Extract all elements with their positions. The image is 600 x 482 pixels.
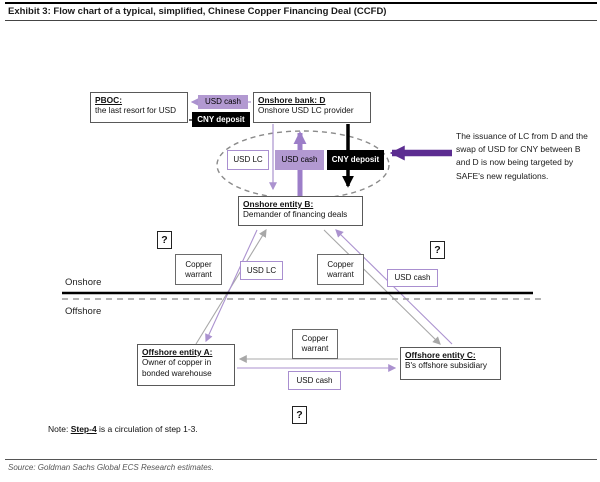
top-rule bbox=[5, 2, 597, 4]
offshore-entity-c-box: Offshore entity C: B's offshore subsidia… bbox=[400, 347, 501, 380]
bank-d-subtitle: Onshore USD LC provider bbox=[258, 105, 354, 115]
title-underline bbox=[5, 20, 597, 21]
footer-rule bbox=[5, 459, 597, 460]
question-mark-left: ? bbox=[157, 231, 172, 249]
source-text: Source: Goldman Sachs Global ECS Researc… bbox=[8, 463, 214, 472]
note-text: Note: Step-4 is a circulation of step 1-… bbox=[48, 424, 198, 434]
question-mark-right: ? bbox=[430, 241, 445, 259]
entity-c-title: Offshore entity C: bbox=[405, 350, 476, 360]
note-step: Step-4 bbox=[70, 424, 97, 434]
usd-cash-label-bottom: USD cash bbox=[288, 371, 341, 390]
onshore-entity-b-box: Onshore entity B: Demander of financing … bbox=[238, 196, 363, 226]
onshore-region-label: Onshore bbox=[65, 277, 102, 288]
question-mark-bottom: ? bbox=[292, 406, 307, 424]
entity-a-subtitle: Owner of copper in bonded warehouse bbox=[142, 357, 212, 378]
bank-d-title: Onshore bank: D bbox=[258, 95, 326, 105]
pboc-subtitle: the last resort for USD bbox=[95, 105, 176, 115]
pboc-box: PBOC: the last resort for USD bbox=[90, 92, 188, 123]
copper-warrant-label-bottom: Copper warrant bbox=[292, 329, 338, 359]
arrow-copper-warrant-b-to-c bbox=[323, 229, 441, 345]
onshore-bank-d-box: Onshore bank: D Onshore USD LC provider bbox=[253, 92, 371, 123]
safe-target-ellipse bbox=[216, 130, 390, 200]
note-suffix: is a circulation of step 1-3. bbox=[96, 424, 198, 434]
usd-lc-label-ellipse: USD LC bbox=[227, 150, 269, 170]
usd-cash-label-mid-right: USD cash bbox=[387, 269, 438, 287]
entity-a-title: Offshore entity A: bbox=[142, 347, 213, 357]
safe-regulation-annotation: The issuance of LC from D and the swap o… bbox=[456, 131, 588, 181]
entity-b-subtitle: Demander of financing deals bbox=[243, 209, 348, 219]
usd-cash-label-top: USD cash bbox=[198, 95, 248, 109]
entity-c-subtitle: B's offshore subsidiary bbox=[405, 360, 487, 370]
offshore-entity-a-box: Offshore entity A: Owner of copper in bo… bbox=[137, 344, 235, 386]
arrow-usd-lc-b-to-a bbox=[205, 229, 258, 343]
cny-deposit-label-ellipse: CNY deposit bbox=[327, 150, 384, 170]
arrow-usd-cash-c-to-b bbox=[335, 229, 453, 345]
offshore-region-label: Offshore bbox=[65, 306, 102, 317]
entity-b-title: Onshore entity B: bbox=[243, 199, 314, 209]
copper-warrant-label-right: Copper warrant bbox=[317, 254, 364, 285]
pboc-title: PBOC: bbox=[95, 95, 122, 105]
usd-cash-label-ellipse: USD cash bbox=[275, 150, 324, 170]
copper-warrant-label-left: Copper warrant bbox=[175, 254, 222, 285]
exhibit-title: Exhibit 3: Flow chart of a typical, simp… bbox=[8, 6, 387, 17]
note-prefix: Note: bbox=[48, 424, 71, 434]
cny-deposit-label-top: CNY deposit bbox=[192, 112, 250, 127]
usd-lc-label-mid: USD LC bbox=[240, 261, 283, 280]
